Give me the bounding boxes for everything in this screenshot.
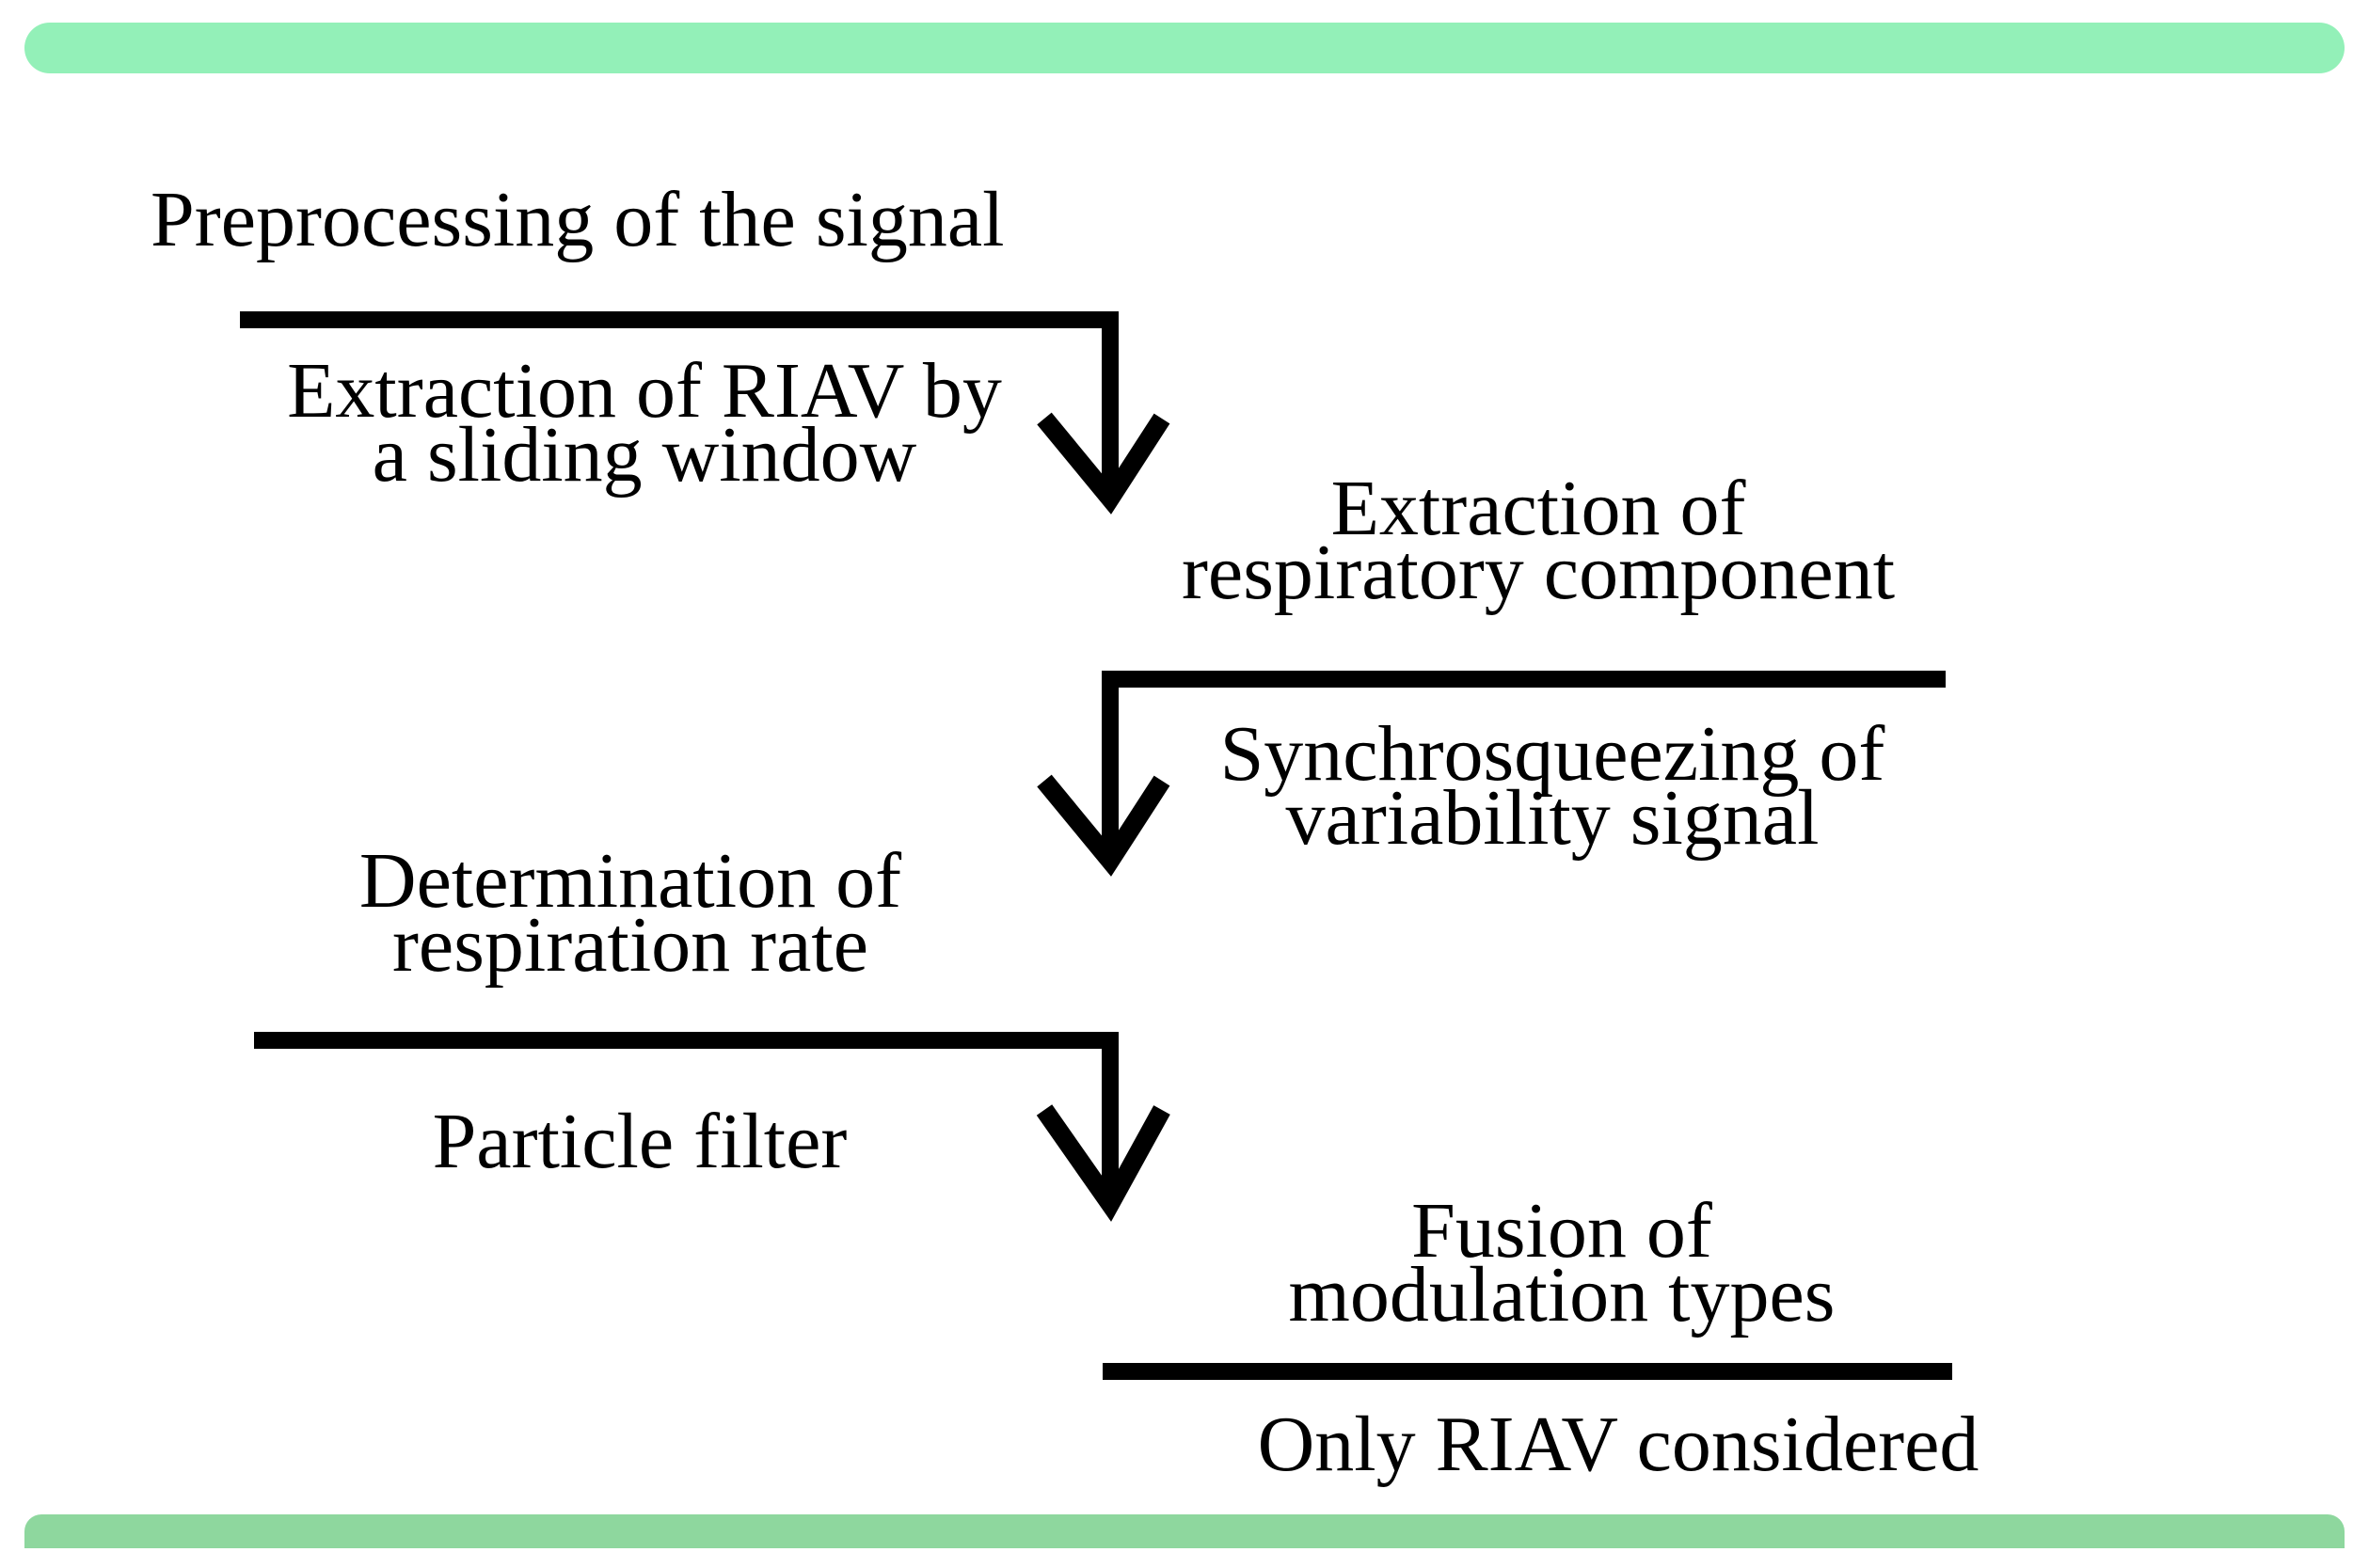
method-4-line-1: Only RIAV considered xyxy=(1257,1401,1979,1488)
step-3-label: Determination of respiration rate xyxy=(301,837,960,989)
step-1-text: Preprocessing of the signal xyxy=(151,176,1005,263)
step-2-line-2: respiratory component xyxy=(1181,529,1896,616)
step-3-line-1: Determination of xyxy=(358,837,902,925)
method-1-label: Extraction of RIAV by a sliding window xyxy=(231,347,1058,499)
method-3-label: Particle filter xyxy=(376,1098,903,1185)
top-decorative-band xyxy=(24,23,2345,73)
step-4-line-1: Fusion of xyxy=(1411,1187,1712,1275)
connector-3-arrowhead xyxy=(1036,1104,1170,1222)
step-2-line-1: Extraction of xyxy=(1330,465,1746,552)
connector-3-line xyxy=(254,1032,1119,1199)
connector-2-line xyxy=(1102,671,1946,851)
connector-2-arrowhead xyxy=(1037,774,1170,877)
method-1-line-2: a sliding window xyxy=(372,411,917,499)
method-2-line-1: Synchrosqueezing of xyxy=(1219,710,1885,798)
step-2-label: Extraction of respiratory component xyxy=(1124,465,1952,616)
connector-1-arrowhead xyxy=(1037,412,1170,515)
method-3-line-1: Particle filter xyxy=(432,1098,848,1185)
method-4-label: Only RIAV considered xyxy=(1195,1401,2042,1488)
step-4-line-2: modulation types xyxy=(1288,1251,1836,1338)
bottom-decorative-band xyxy=(24,1514,2345,1548)
step-4-label: Fusion of modulation types xyxy=(1232,1187,1891,1338)
step-1-label: Preprocessing of the signal xyxy=(151,176,1091,263)
step-3-line-2: respiration rate xyxy=(391,901,869,989)
method-2-label: Synchrosqueezing of variability signal xyxy=(1167,710,1938,862)
connector-1-line xyxy=(240,311,1119,489)
method-1-line-1: Extraction of RIAV by xyxy=(287,347,1002,435)
method-2-line-2: variability signal xyxy=(1285,774,1820,862)
